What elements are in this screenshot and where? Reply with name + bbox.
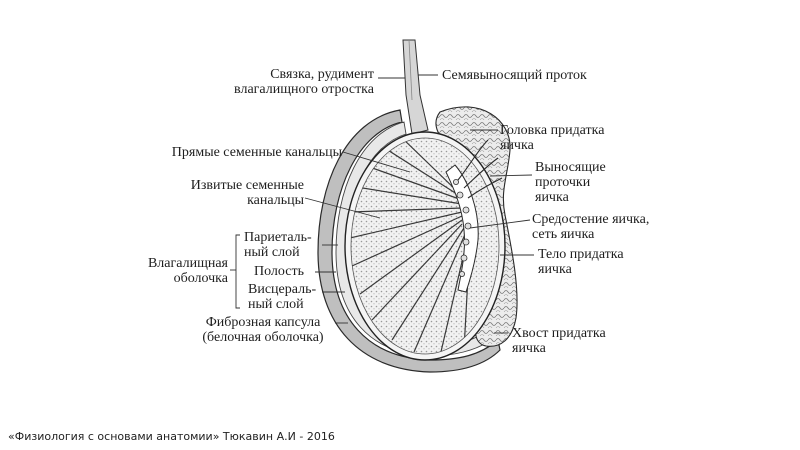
label-vas-deferens: Семявыносящий проток (442, 68, 587, 83)
label-efferent-ductules: Выносящие проточки яичка (535, 160, 606, 205)
label-parietal-layer: Париеталь- ный слой (244, 230, 312, 260)
label-tunica-vaginalis: Влагалищная оболочка (147, 256, 228, 286)
label-epididymis-tail: Хвост придатка яичка (512, 326, 606, 356)
label-epididymis-head: Головка придатка яичка (500, 123, 605, 153)
vas-deferens-shape (402, 39, 429, 135)
leader-lines (230, 74, 534, 334)
label-mediastinum: Средостение яичка, сеть яичка (532, 212, 650, 242)
label-fibrous-capsule: Фиброзная капсула (белочная оболочка) (202, 315, 324, 345)
label-cavity: Полость (254, 264, 304, 279)
label-ligament: Связка, рудимент влагалищного отростка (234, 67, 374, 97)
label-visceral-layer: Висцераль- ный слой (248, 282, 317, 312)
testis-body (344, 131, 506, 361)
label-epididymis-body: Тело придатка яичка (538, 247, 624, 277)
label-straight-tubules: Прямые семенные канальцы (171, 145, 342, 160)
label-convoluted-tubules: Извитые семенные канальцы (190, 178, 304, 208)
source-caption: «Физиология с основами анатомии» Тюкавин… (8, 430, 335, 443)
